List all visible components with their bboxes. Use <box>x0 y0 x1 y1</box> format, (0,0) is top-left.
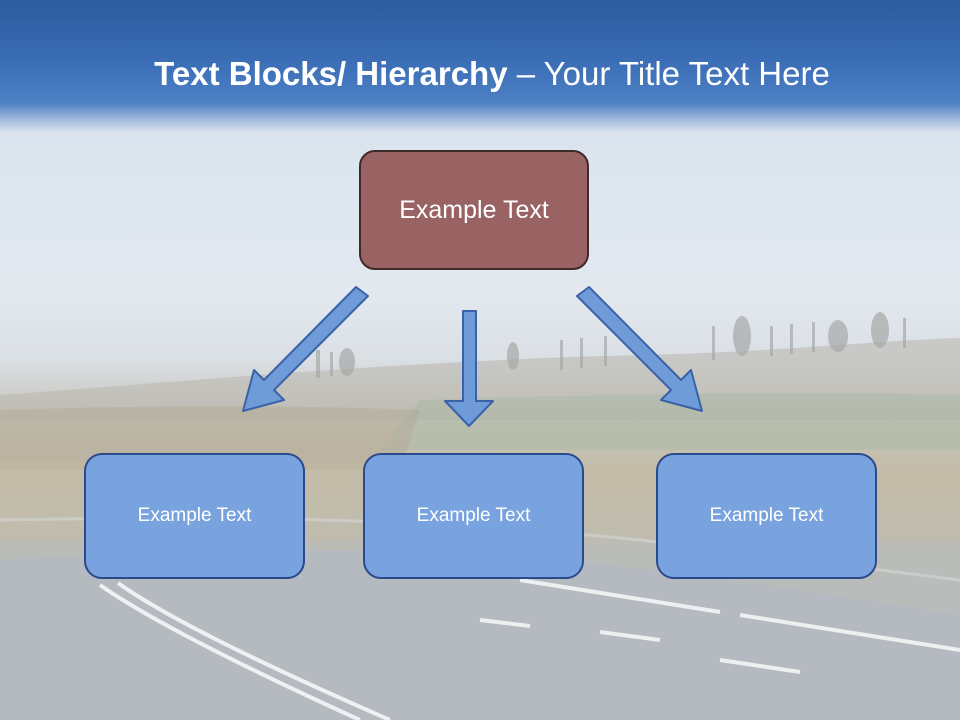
title-regular-part: – Your Title Text Here <box>507 55 830 92</box>
road-center-line-2 <box>116 581 391 720</box>
top-level-box-text: Example Text <box>399 195 549 224</box>
top-level-box[interactable]: Example Text <box>359 150 589 270</box>
distant-hill <box>0 338 960 420</box>
road <box>0 549 960 720</box>
child-box-right[interactable]: Example Text <box>656 453 877 579</box>
arrow-center <box>444 310 494 427</box>
title-band <box>0 0 960 132</box>
title-bold-part: Text Blocks/ Hierarchy <box>154 55 508 92</box>
lane-dashes <box>479 578 960 674</box>
child-box-center[interactable]: Example Text <box>363 453 584 579</box>
arrow-right <box>576 286 703 412</box>
green-field <box>380 392 960 450</box>
arrow-left <box>242 286 369 412</box>
child-box-center-text: Example Text <box>416 505 531 526</box>
slide-title: Text Blocks/ Hierarchy – Your Title Text… <box>0 52 960 96</box>
child-box-right-text: Example Text <box>709 505 824 526</box>
road-center-line <box>98 583 361 720</box>
child-box-left[interactable]: Example Text <box>84 453 305 579</box>
tree-row <box>316 312 906 378</box>
child-box-left-text: Example Text <box>137 505 252 526</box>
